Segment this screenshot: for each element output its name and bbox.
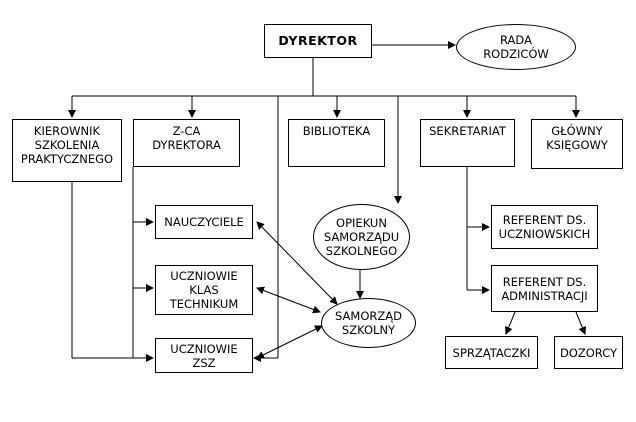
node-nauczyciele: NAUCZYCIELE bbox=[155, 205, 253, 239]
node-glowny-ksiegowy: GŁÓWNY KSIĘGOWY bbox=[531, 119, 623, 169]
node-referent-uczniowskich: REFERENT DS. UCZNIOWSKICH bbox=[491, 205, 598, 249]
node-sekretariat: SEKRETARIAT bbox=[420, 119, 515, 167]
node-uczniowie-technikum: UCZNIOWIE KLAS TECHNIKUM bbox=[155, 265, 253, 315]
node-samorzad-szkolny: SAMORZĄD SZKOLNY bbox=[321, 298, 416, 348]
node-dyrektor: DYREKTOR bbox=[264, 24, 372, 58]
node-referent-administracji: REFERENT DS. ADMINISTRACJI bbox=[491, 265, 598, 312]
edge-nauczyciele-samorzad bbox=[256, 221, 338, 305]
node-opiekun-samorzadu: OPIEKUN SAMORZĄDU SZKOLNEGO bbox=[313, 204, 410, 270]
edge-zsz-samorzad bbox=[256, 325, 323, 359]
node-rada-rodzicow: RADA RODZICÓW bbox=[456, 24, 576, 70]
edge-administracji-sprzataczki bbox=[504, 311, 516, 335]
node-kierownik-szkolenia: KIEROWNIK SZKOLENIA PRAKTYCZNEGO bbox=[12, 119, 122, 182]
node-biblioteka: BIBLIOTEKA bbox=[288, 119, 385, 167]
node-dozorcy: DOZORCY bbox=[554, 336, 623, 369]
node-sprzataczki: SPRZĄTACZKI bbox=[445, 336, 538, 369]
edge-technikum-samorzad bbox=[256, 286, 321, 314]
edge-administracji-dozorcy bbox=[575, 311, 587, 335]
node-uczniowie-zsz: UCZNIOWIE ZSZ bbox=[155, 338, 253, 373]
node-zastepca-dyrektora: Z-CA DYREKTORA bbox=[133, 119, 240, 167]
